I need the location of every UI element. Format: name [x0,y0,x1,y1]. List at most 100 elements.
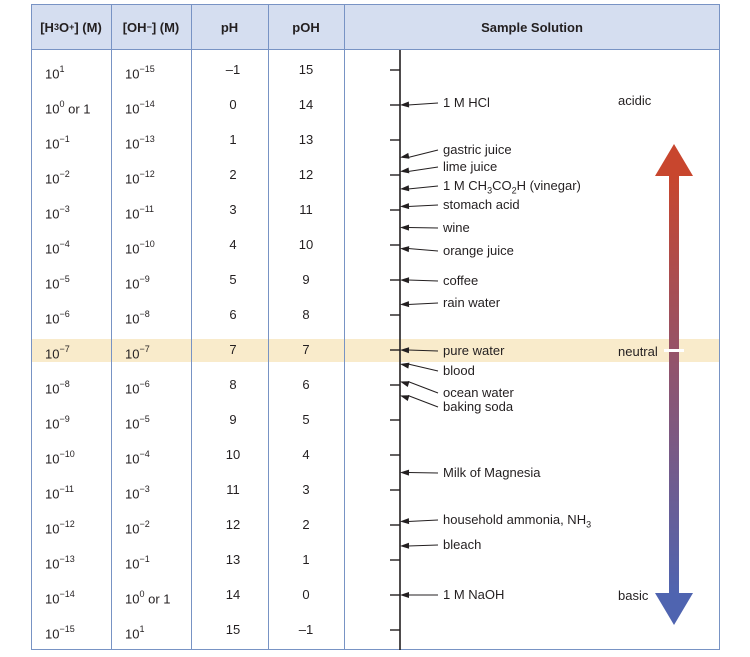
header-poh: pOH [292,19,320,35]
arrowhead-icon [400,381,410,387]
ph-value: 2 [229,167,237,182]
h3o-value: 10−2 [45,169,70,187]
poh-value: 5 [302,412,310,427]
poh-value: 15 [298,62,314,77]
sample-pointer-line [407,472,439,474]
oh-value: 10−7 [125,344,150,362]
sample-label: coffee [443,273,479,288]
ph-value: 3 [229,202,237,217]
h3o-value: 10−6 [45,309,70,327]
ph-value: 1 [229,132,237,147]
column-divider [191,4,192,650]
sample-label: rain water [443,295,501,310]
sample-pointer-line [407,395,439,408]
column-divider [111,4,112,650]
ph-value: 12 [225,517,241,532]
ph-value: 11 [226,482,240,497]
oh-value: 10−2 [125,519,150,537]
sample-pointer-line [407,227,439,229]
header-sample-solution: Sample Solution [481,19,583,35]
oh-value: 10−15 [125,64,155,82]
sample-label: household ammonia, NH3 [443,512,592,530]
sample-pointer-line [407,166,439,172]
oh-value: 10−11 [125,204,155,222]
sample-pointer-line [407,204,439,207]
poh-value: 13 [298,132,314,147]
sample-pointer-line [407,279,439,282]
arrowhead-icon [400,246,410,253]
poh-value: 1 [302,552,310,567]
poh-value: 14 [298,97,314,112]
arrow-up-icon [655,144,693,176]
arrowhead-icon [400,347,410,354]
sample-label: 1 M NaOH [443,587,505,602]
sample-label: bleach [443,537,482,552]
poh-value: 8 [302,307,310,322]
sample-pointer-line [407,363,439,372]
h3o-value: 10−13 [45,554,75,572]
ph-value: 5 [229,272,237,287]
oh-value: 10−10 [125,239,155,257]
poh-value: 10 [298,237,314,252]
sample-label: orange juice [443,243,514,258]
h3o-value: 10−5 [45,274,70,292]
h3o-value: 10−4 [45,239,70,257]
table-header [31,4,720,50]
h3o-value: 10−1 [45,134,70,152]
h3o-value: 10−8 [45,379,70,397]
ph-value: 7 [229,342,237,357]
sample-label: baking soda [443,399,514,414]
poh-value: 11 [299,202,313,217]
ph-value: 13 [225,552,241,567]
ph-value: 9 [229,412,237,427]
sample-label: gastric juice [443,142,512,157]
oh-value: 10−12 [125,169,155,187]
arrowhead-icon [400,301,410,308]
column-divider [344,4,345,650]
sample-pointer-line [407,302,439,305]
header-oh: [OH−] (M) [122,19,180,35]
sample-pointer-line [407,102,439,106]
ph-value: 4 [229,237,237,252]
arrowhead-icon [400,224,410,231]
column-divider [268,4,269,650]
sample-label: 1 M HCl [443,95,490,110]
oh-value: 10−14 [125,99,155,117]
sample-pointer-line [407,248,439,252]
sample-pointer-line [407,381,439,394]
label-neutral: neutral [618,344,658,359]
arrowhead-icon [400,592,409,598]
poh-value: 4 [302,447,310,462]
h3o-value: 10−11 [45,484,75,502]
sample-pointer-line [407,544,439,547]
poh-value: 12 [298,167,314,182]
arrowhead-icon [400,277,410,284]
poh-value: 9 [302,272,310,287]
arrowhead-icon [400,542,410,549]
h3o-value: 10−14 [45,589,75,607]
neutral-marker [664,349,684,352]
arrowhead-icon [400,185,410,192]
sample-label: pure water [443,343,505,358]
oh-value: 101 [125,624,145,642]
arrowhead-icon [400,167,410,174]
arrowhead-icon [400,203,410,210]
oh-value: 10−6 [125,379,150,397]
arrowhead-icon [400,469,410,476]
h3o-value: 10−7 [45,344,70,362]
arrowhead-icon [400,152,410,159]
h3o-value: 10−9 [45,414,70,432]
oh-value: 10−4 [125,449,150,467]
arrowhead-icon [400,101,410,108]
poh-value: 7 [302,342,310,357]
ph-value: 0 [229,97,237,112]
sample-pointer-line [407,149,439,158]
h3o-value: 10−15 [45,624,75,642]
ph-value: 15 [225,622,241,637]
oh-value: 10−3 [125,484,150,502]
sample-label: stomach acid [443,197,520,212]
sample-pointer-line [407,519,439,522]
sample-label: Milk of Magnesia [443,465,541,480]
poh-value: 2 [302,517,310,532]
h3o-value: 100 or 1 [45,99,91,117]
